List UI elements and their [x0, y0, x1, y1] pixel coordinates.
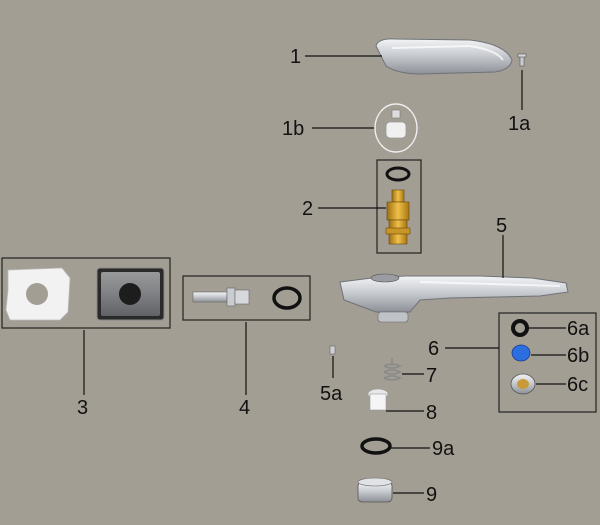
part-1-handle-cap — [375, 38, 513, 75]
part-2-brass-cartridge — [385, 166, 411, 245]
label-6b: 6b — [567, 345, 589, 367]
part-9a-o-ring — [360, 437, 392, 455]
label-5a: 5a — [320, 383, 343, 405]
label-9: 9 — [426, 484, 437, 506]
part-4-bolt — [192, 287, 250, 307]
part-3-box — [1, 257, 171, 329]
label-6c: 6c — [567, 374, 588, 396]
part-5a-small-screw — [329, 345, 336, 355]
part-6c-aerator — [510, 373, 536, 395]
label-1b: 1b — [282, 118, 304, 140]
part-3-chrome-rosette-plate — [96, 267, 165, 321]
label-3: 3 — [77, 397, 88, 419]
label-7: 7 — [426, 365, 437, 387]
part-8-white-insert — [367, 388, 389, 411]
part-9-chrome-nut — [357, 477, 393, 503]
label-8: 8 — [426, 402, 437, 424]
part-6a-black-washer — [511, 319, 529, 337]
part-2-box — [376, 159, 422, 254]
part-6b-blue-washer — [511, 344, 531, 362]
label-1: 1 — [290, 46, 301, 68]
part-4-o-ring — [272, 286, 302, 310]
part-3-white-mounting-plate — [5, 267, 71, 321]
part-7-spring — [383, 358, 402, 381]
label-6a: 6a — [567, 318, 590, 340]
label-9a: 9a — [432, 438, 455, 460]
part-5-lever-arm — [339, 273, 569, 323]
label-1a: 1a — [508, 113, 531, 135]
part-1b-screw-cap — [374, 103, 418, 153]
part-6-box — [498, 312, 597, 413]
part-4-box — [182, 275, 311, 321]
label-5: 5 — [496, 215, 507, 237]
part-1a-screw — [517, 53, 527, 67]
label-2: 2 — [302, 198, 313, 220]
label-4: 4 — [239, 397, 250, 419]
label-6: 6 — [428, 338, 439, 360]
